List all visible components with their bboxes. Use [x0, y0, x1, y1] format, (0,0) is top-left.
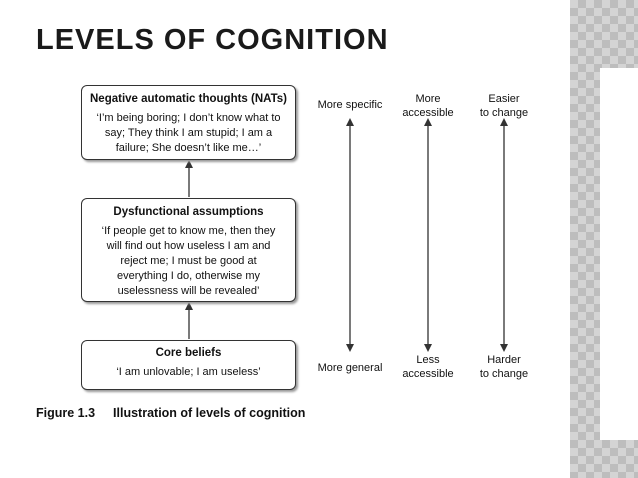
- scale-label-line: to change: [479, 368, 529, 380]
- slide-title: LEVELS OF COGNITION: [36, 24, 389, 56]
- figure-caption: Figure 1.3 Illustration of levels of cogn…: [36, 406, 305, 420]
- nats-line: ‘I’m being boring; I don’t know what to: [96, 112, 281, 124]
- core-beliefs-text: ‘I am unlovable; I am useless’: [88, 365, 289, 380]
- assumptions-line: everything I do, otherwise my: [116, 270, 261, 282]
- scale-label-line: More general: [317, 362, 383, 374]
- assumptions-line: uselessness will be revealed’: [117, 285, 260, 297]
- nats-box: Negative automatic thoughts (NATs) ‘I’m …: [81, 85, 296, 160]
- core-beliefs-heading: Core beliefs: [155, 347, 222, 359]
- figure-caption-text: Illustration of levels of cognition: [113, 406, 306, 420]
- assumptions-line: ‘If people get to know me, then they: [101, 225, 276, 237]
- core-beliefs-box: Core beliefs ‘I am unlovable; I am usele…: [81, 340, 296, 390]
- decorative-side-panel: [600, 68, 638, 440]
- figure-number: Figure 1.3: [36, 406, 96, 420]
- assumptions-heading: Dysfunctional assumptions: [113, 206, 264, 218]
- scale-label-line: accessible: [402, 368, 454, 380]
- scale-label-line: Harder: [487, 354, 521, 366]
- assumptions-text: ‘If people get to know me, then they wil…: [88, 224, 289, 299]
- assumptions-line: reject me; I must be good at: [120, 255, 257, 267]
- core-beliefs-line: ‘I am unlovable; I am useless’: [116, 366, 261, 378]
- scale-label-line: accessible: [402, 107, 454, 119]
- assumptions-line: will find out how useless I am and: [106, 240, 271, 252]
- nats-heading: Negative automatic thoughts (NATs): [90, 93, 287, 105]
- scale-label-more-accessible: More accessible: [388, 92, 468, 120]
- scale-label-line: Less: [416, 354, 440, 366]
- scale-label-less-accessible: Less accessible: [388, 353, 468, 381]
- nats-text: ‘I’m being boring; I don’t know what to …: [88, 111, 289, 156]
- scale-label-line: to change: [479, 107, 529, 119]
- scale-label-line: Easier: [488, 93, 520, 105]
- scale-label-more-general: More general: [310, 361, 390, 375]
- scale-label-line: More: [415, 93, 441, 105]
- scale-label-harder-to-change: Harder to change: [464, 353, 544, 381]
- assumptions-box: Dysfunctional assumptions ‘If people get…: [81, 198, 296, 302]
- nats-line: say; They think I am stupid; I am a: [104, 127, 273, 139]
- scale-label-easier-to-change: Easier to change: [464, 92, 544, 120]
- nats-line: failure; She doesn’t like me…’: [115, 142, 262, 154]
- scale-label-line: More specific: [317, 99, 383, 111]
- scale-label-more-specific: More specific: [310, 98, 390, 112]
